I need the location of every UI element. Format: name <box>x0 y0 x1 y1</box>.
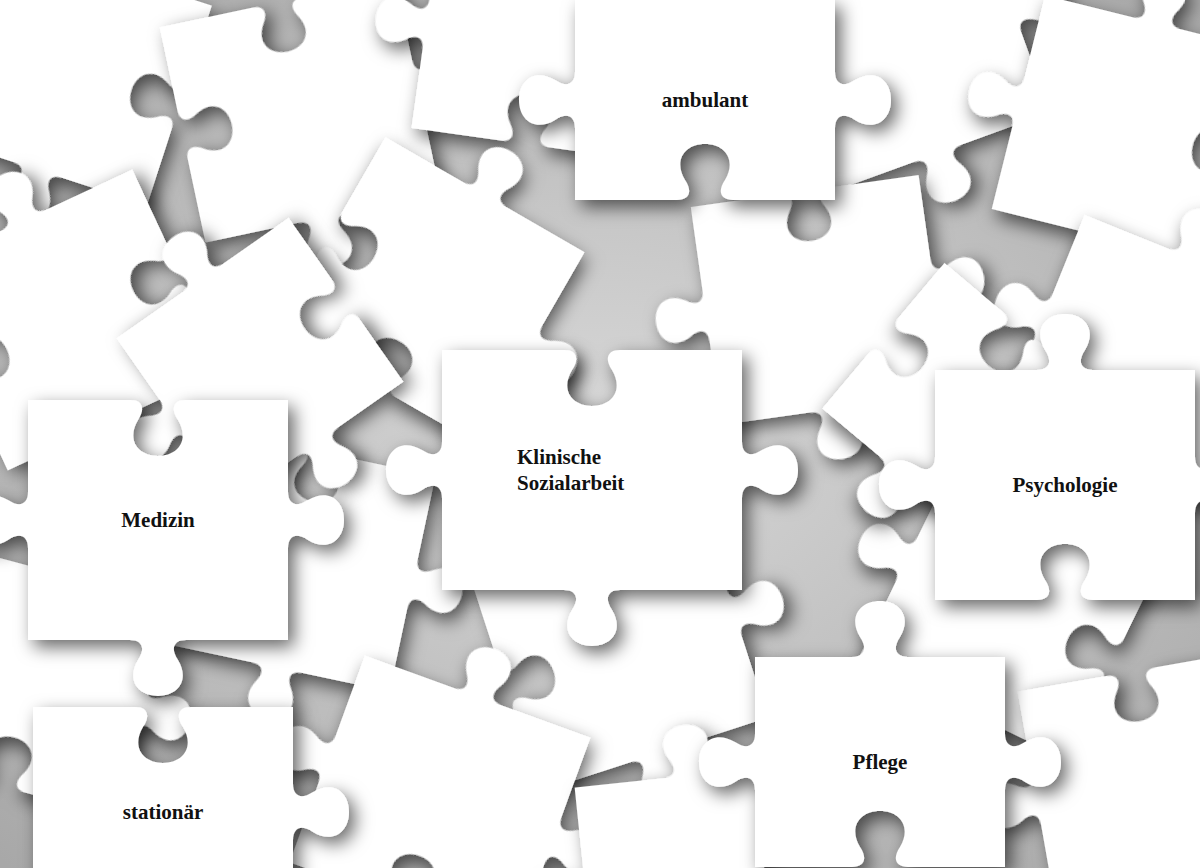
piece-label: Medizin <box>121 507 195 533</box>
piece-label: stationär <box>123 799 204 825</box>
puzzle-piece: stationär <box>0 647 353 868</box>
puzzle-piece-outline <box>879 314 1200 600</box>
piece-label: ambulant <box>662 87 748 113</box>
puzzle-piece: Klinische Sozialarbeit <box>382 290 802 650</box>
puzzle-piece: Pflege <box>695 597 1065 868</box>
puzzle-piece-outline <box>386 350 798 646</box>
puzzle-piece-shape <box>0 647 353 868</box>
puzzle-piece-shape <box>515 0 895 260</box>
puzzle-piece-outline <box>0 400 344 696</box>
puzzle-piece: Psychologie <box>875 310 1200 660</box>
puzzle-piece-outline <box>519 0 891 200</box>
puzzle-piece-outline <box>699 601 1061 867</box>
piece-label: Pflege <box>853 749 908 775</box>
puzzle-piece-outline <box>33 707 349 868</box>
piece-label: Psychologie <box>1013 472 1118 498</box>
puzzle-piece: ambulant <box>515 0 895 260</box>
puzzle-piece-shape <box>382 290 802 650</box>
puzzle-piece-shape <box>695 597 1065 868</box>
piece-label: Klinische Sozialarbeit <box>517 444 667 497</box>
puzzle-piece: Medizin <box>0 340 348 700</box>
